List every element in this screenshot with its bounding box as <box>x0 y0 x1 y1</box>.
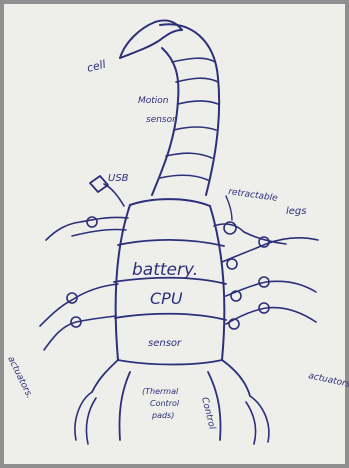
label-cpu: CPU <box>150 289 183 308</box>
label-battery: battery. <box>132 260 198 280</box>
label-motion-sensor-line2: sensor <box>146 115 177 125</box>
label-retractable-line2: legs <box>286 206 307 217</box>
label-sensor: sensor <box>148 338 182 349</box>
label-thermal-line2: Control <box>150 399 180 408</box>
label-motion-sensor-line1: Motion <box>138 96 169 106</box>
label-usb: USB <box>108 173 129 184</box>
label-thermal-line3: pads) <box>151 411 174 420</box>
label-thermal-line1: (Thermal <box>142 387 179 396</box>
